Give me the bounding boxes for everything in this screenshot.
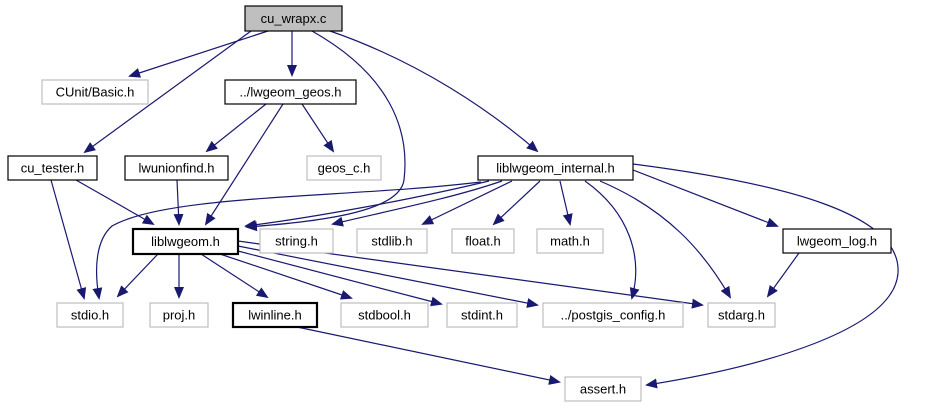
node-box-float.h bbox=[451, 228, 515, 254]
edge-../lwgeom_geos.h->lwunionfind.h bbox=[205, 103, 267, 153]
edge-liblwgeom_internal.h->assert.h bbox=[632, 163, 899, 389]
node-stdarg.h: stdarg.h bbox=[707, 302, 776, 328]
edge-liblwgeom_internal.h->liblwgeom.h bbox=[244, 180, 490, 230]
edge-lwinline.h->assert.h bbox=[296, 326, 561, 385]
edge-liblwgeom_internal.h->float.h bbox=[492, 180, 541, 226]
node-box-lwunionfind.h[interactable] bbox=[124, 155, 229, 181]
edge-liblwgeom_internal.h->stdio.h bbox=[92, 181, 482, 300]
node-box-stdbool.h bbox=[340, 302, 429, 328]
node-label-proj.h: proj.h bbox=[163, 308, 196, 323]
node-stdint.h: stdint.h bbox=[446, 302, 518, 328]
node-label-stdarg.h: stdarg.h bbox=[718, 308, 765, 323]
node-label-lwgeom_log.h: lwgeom_log.h bbox=[797, 234, 877, 249]
node-label-stdint.h: stdint.h bbox=[461, 308, 503, 323]
edge-lwgeom_log.h->stdarg.h bbox=[766, 252, 800, 298]
edge-liblwgeom_internal.h->string.h bbox=[331, 180, 503, 227]
node-box-lwgeom_log.h[interactable] bbox=[782, 228, 892, 254]
edge-liblwgeom.h->../postgis_config.h bbox=[237, 245, 539, 308]
node-box-stdarg.h bbox=[707, 302, 776, 328]
node-label-math.h: math.h bbox=[550, 234, 590, 249]
node-box-math.h bbox=[536, 228, 604, 254]
node-box-geos_c.h bbox=[306, 155, 382, 181]
node-label-lwunionfind.h: lwunionfind.h bbox=[139, 161, 215, 176]
node-../lwgeom_geos.h[interactable]: ../lwgeom_geos.h bbox=[224, 79, 357, 105]
node-box-lwinline.h[interactable] bbox=[231, 301, 319, 329]
edge-layer bbox=[50, 30, 899, 389]
node-label-../postgis_config.h: ../postgis_config.h bbox=[561, 308, 666, 323]
node-box-../postgis_config.h bbox=[542, 302, 684, 328]
node-../postgis_config.h: ../postgis_config.h bbox=[542, 302, 684, 328]
node-liblwgeom.h[interactable]: liblwgeom.h bbox=[131, 227, 240, 256]
edge-liblwgeom.h->stdio.h bbox=[116, 253, 159, 298]
edge-cu_tester.h->liblwgeom.h bbox=[75, 179, 155, 225]
edge-cu_wrapx.c->CUnit/Basic.h bbox=[128, 30, 269, 78]
node-label-string.h: string.h bbox=[275, 234, 318, 249]
node-lwgeom_log.h[interactable]: lwgeom_log.h bbox=[782, 228, 892, 254]
edge-lwunionfind.h->liblwgeom.h bbox=[173, 179, 184, 226]
node-math.h: math.h bbox=[536, 228, 604, 254]
node-label-cu_wrapx.c: cu_wrapx.c bbox=[261, 11, 327, 26]
node-cu_tester.h[interactable]: cu_tester.h bbox=[7, 155, 98, 181]
edge-liblwgeom.h->lwinline.h bbox=[200, 253, 269, 299]
edge-cu_tester.h->stdio.h bbox=[50, 179, 87, 300]
node-label-lwinline.h: lwinline.h bbox=[248, 308, 301, 323]
node-cu_wrapx.c: cu_wrapx.c bbox=[244, 5, 343, 32]
edge-liblwgeom_internal.h->../postgis_config.h bbox=[584, 180, 640, 300]
node-box-liblwgeom.h[interactable] bbox=[131, 227, 240, 256]
node-CUnit/Basic.h: CUnit/Basic.h bbox=[41, 79, 149, 105]
node-box-string.h bbox=[259, 228, 334, 254]
node-box-liblwgeom_internal.h[interactable] bbox=[477, 155, 634, 181]
edge-cu_wrapx.c->liblwgeom_internal.h bbox=[329, 30, 539, 153]
node-lwunionfind.h[interactable]: lwunionfind.h bbox=[124, 155, 229, 181]
node-label-float.h: float.h bbox=[465, 234, 500, 249]
node-box-../lwgeom_geos.h[interactable] bbox=[224, 79, 357, 105]
node-label-assert.h: assert.h bbox=[580, 382, 626, 397]
node-liblwgeom_internal.h[interactable]: liblwgeom_internal.h bbox=[477, 155, 634, 181]
node-label-CUnit/Basic.h: CUnit/Basic.h bbox=[56, 85, 135, 100]
node-box-stdio.h bbox=[56, 302, 124, 328]
node-label-stdbool.h: stdbool.h bbox=[358, 308, 411, 323]
node-box-cu_tester.h[interactable] bbox=[7, 155, 98, 181]
node-geos_c.h: geos_c.h bbox=[306, 155, 382, 181]
edge-liblwgeom_internal.h->stdarg.h bbox=[599, 180, 732, 299]
node-stdbool.h: stdbool.h bbox=[340, 302, 429, 328]
edge-../lwgeom_geos.h->geos_c.h bbox=[301, 103, 335, 153]
node-stdlib.h: stdlib.h bbox=[356, 228, 428, 254]
edge-../lwgeom_geos.h->liblwgeom.h bbox=[204, 103, 284, 226]
node-stdio.h: stdio.h bbox=[56, 302, 124, 328]
node-box-assert.h bbox=[564, 376, 642, 402]
node-label-liblwgeom.h: liblwgeom.h bbox=[151, 234, 220, 249]
node-assert.h: assert.h bbox=[564, 376, 642, 402]
edge-liblwgeom_internal.h->stdlib.h bbox=[421, 180, 513, 225]
node-box-stdlib.h bbox=[356, 228, 428, 254]
node-box-proj.h bbox=[149, 302, 209, 328]
edge-liblwgeom_internal.h->math.h bbox=[559, 180, 573, 226]
node-label-stdio.h: stdio.h bbox=[71, 308, 109, 323]
edge-cu_wrapx.c->liblwgeom.h bbox=[245, 30, 406, 232]
node-float.h: float.h bbox=[451, 228, 515, 254]
node-box-CUnit/Basic.h bbox=[41, 79, 149, 105]
node-label-liblwgeom_internal.h: liblwgeom_internal.h bbox=[496, 161, 615, 176]
edge-liblwgeom.h->stdbool.h bbox=[219, 253, 353, 300]
node-label-geos_c.h: geos_c.h bbox=[318, 161, 371, 176]
node-label-cu_tester.h: cu_tester.h bbox=[21, 161, 85, 176]
node-label-stdlib.h: stdlib.h bbox=[371, 234, 412, 249]
node-box-cu_wrapx.c bbox=[244, 5, 343, 32]
node-string.h: string.h bbox=[259, 228, 334, 254]
edge-liblwgeom_internal.h->lwgeom_log.h bbox=[632, 169, 779, 228]
node-box-stdint.h bbox=[446, 302, 518, 328]
node-lwinline.h[interactable]: lwinline.h bbox=[231, 301, 319, 329]
node-proj.h: proj.h bbox=[149, 302, 209, 328]
node-label-../lwgeom_geos.h: ../lwgeom_geos.h bbox=[240, 85, 342, 100]
edge-liblwgeom.h->stdint.h bbox=[237, 250, 443, 307]
edge-cu_wrapx.c->cu_tester.h bbox=[83, 30, 252, 154]
